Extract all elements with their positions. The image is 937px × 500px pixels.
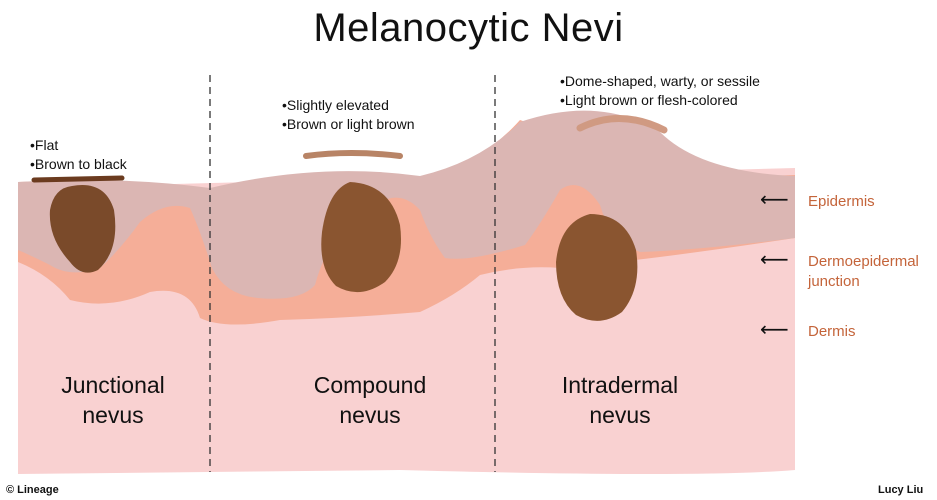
feature-text: Brown to black (30, 155, 127, 174)
feature-text: Brown or light brown (282, 115, 415, 134)
intradermal-nevus-nest (556, 214, 637, 321)
feature-text: Dome-shaped, warty, or sessile (560, 72, 760, 91)
junctional-features: Flat Brown to black (30, 136, 127, 174)
compound-surface-lesion (306, 153, 400, 156)
junction-label: Dermoepidermal junction (808, 252, 919, 292)
epidermis-arrow-icon: ⟵ (760, 190, 789, 210)
dermis-arrow-icon: ⟵ (760, 320, 789, 340)
epidermis-label: Epidermis (808, 192, 875, 212)
compound-features: Slightly elevated Brown or light brown (282, 96, 415, 134)
junctional-nevus-label: Junctional nevus (28, 370, 198, 430)
junctional-surface-lesion (34, 178, 122, 180)
feature-text: Flat (30, 136, 127, 155)
junction-arrow-icon: ⟵ (760, 250, 789, 270)
intradermal-nevus-label: Intradermal nevus (520, 370, 720, 430)
credit-left: © Lineage (6, 484, 59, 496)
credit-right: Lucy Liu (878, 484, 923, 496)
dermis-label: Dermis (808, 322, 856, 342)
intradermal-features: Dome-shaped, warty, or sessile Light bro… (560, 72, 760, 110)
compound-nevus-label: Compound nevus (280, 370, 460, 430)
feature-text: Light brown or flesh-colored (560, 91, 760, 110)
feature-text: Slightly elevated (282, 96, 415, 115)
